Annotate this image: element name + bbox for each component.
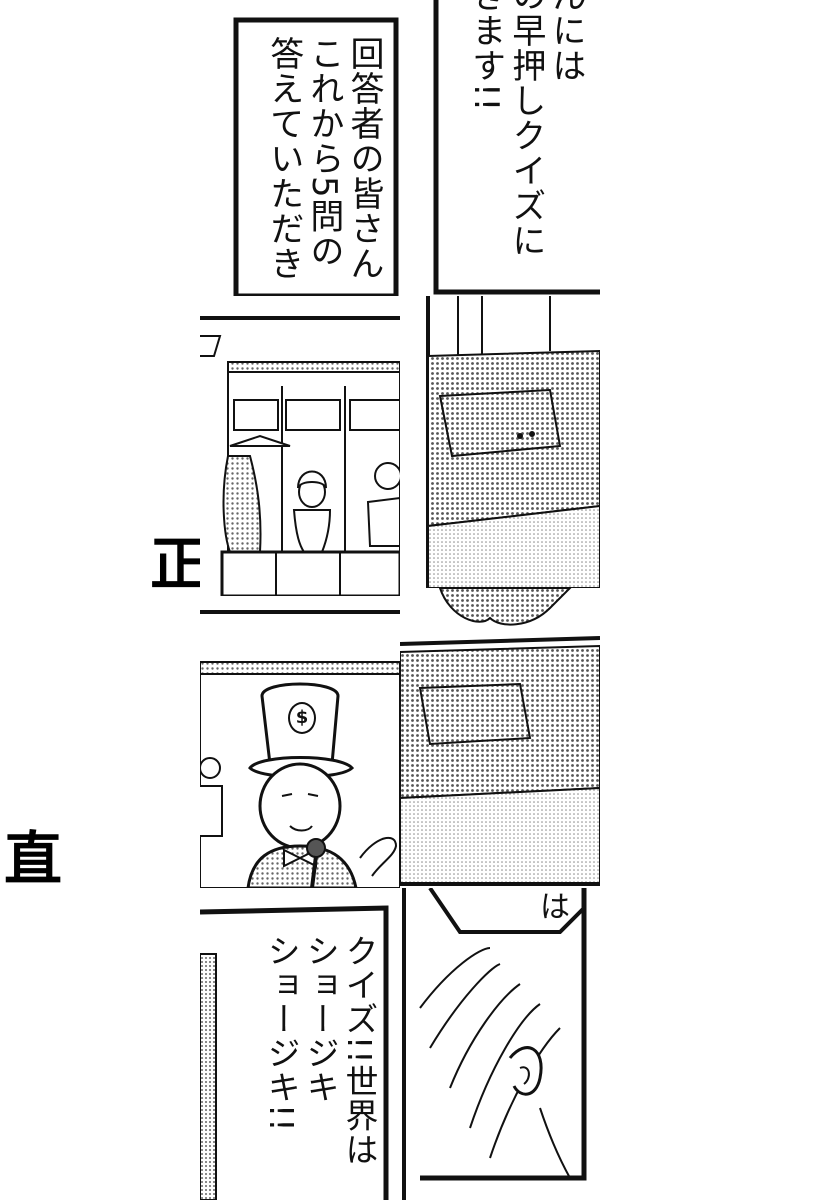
caption-panel-bottom-left: クイズ!!世界は ショージキ ショージキ!! (200, 888, 400, 1200)
studio-contestants-panel (200, 296, 400, 596)
caption-frame (433, 0, 600, 295)
closeup-ear-illustration (402, 888, 587, 1200)
desk-closeup-illustration (426, 296, 600, 588)
caption-text-top-right: んには の早押しクイズに きます!! (465, 0, 586, 258)
background-kanji-sho: 正 (150, 530, 209, 598)
studio-contestants-illustration (200, 316, 400, 596)
speech-bubble-fragment: は (540, 890, 570, 925)
caption-text-bottom-left: クイズ!!世界は ショージキ ショージキ!! (262, 934, 379, 1167)
closeup-ear-panel: は (400, 888, 600, 1200)
background-kanji-jiki: 直 (4, 825, 63, 893)
desk-midshot-panel (400, 588, 600, 888)
hat-dollar-emblem: $ (288, 702, 316, 734)
host-illustration (200, 610, 400, 888)
host-panel: $ (200, 596, 400, 888)
caption-frame (200, 905, 389, 1200)
caption-panel-top-left: 回答者の皆さん これから5問の 答えていただき (200, 0, 400, 296)
caption-text-top-left: 回答者の皆さん これから5問の 答えていただき (263, 36, 384, 281)
caption-frame (233, 17, 399, 296)
desk-midshot-illustration (400, 588, 600, 886)
caption-panel-top-right: んには の早押しクイズに きます!! (400, 0, 600, 296)
desk-closeup-panel (400, 296, 600, 588)
